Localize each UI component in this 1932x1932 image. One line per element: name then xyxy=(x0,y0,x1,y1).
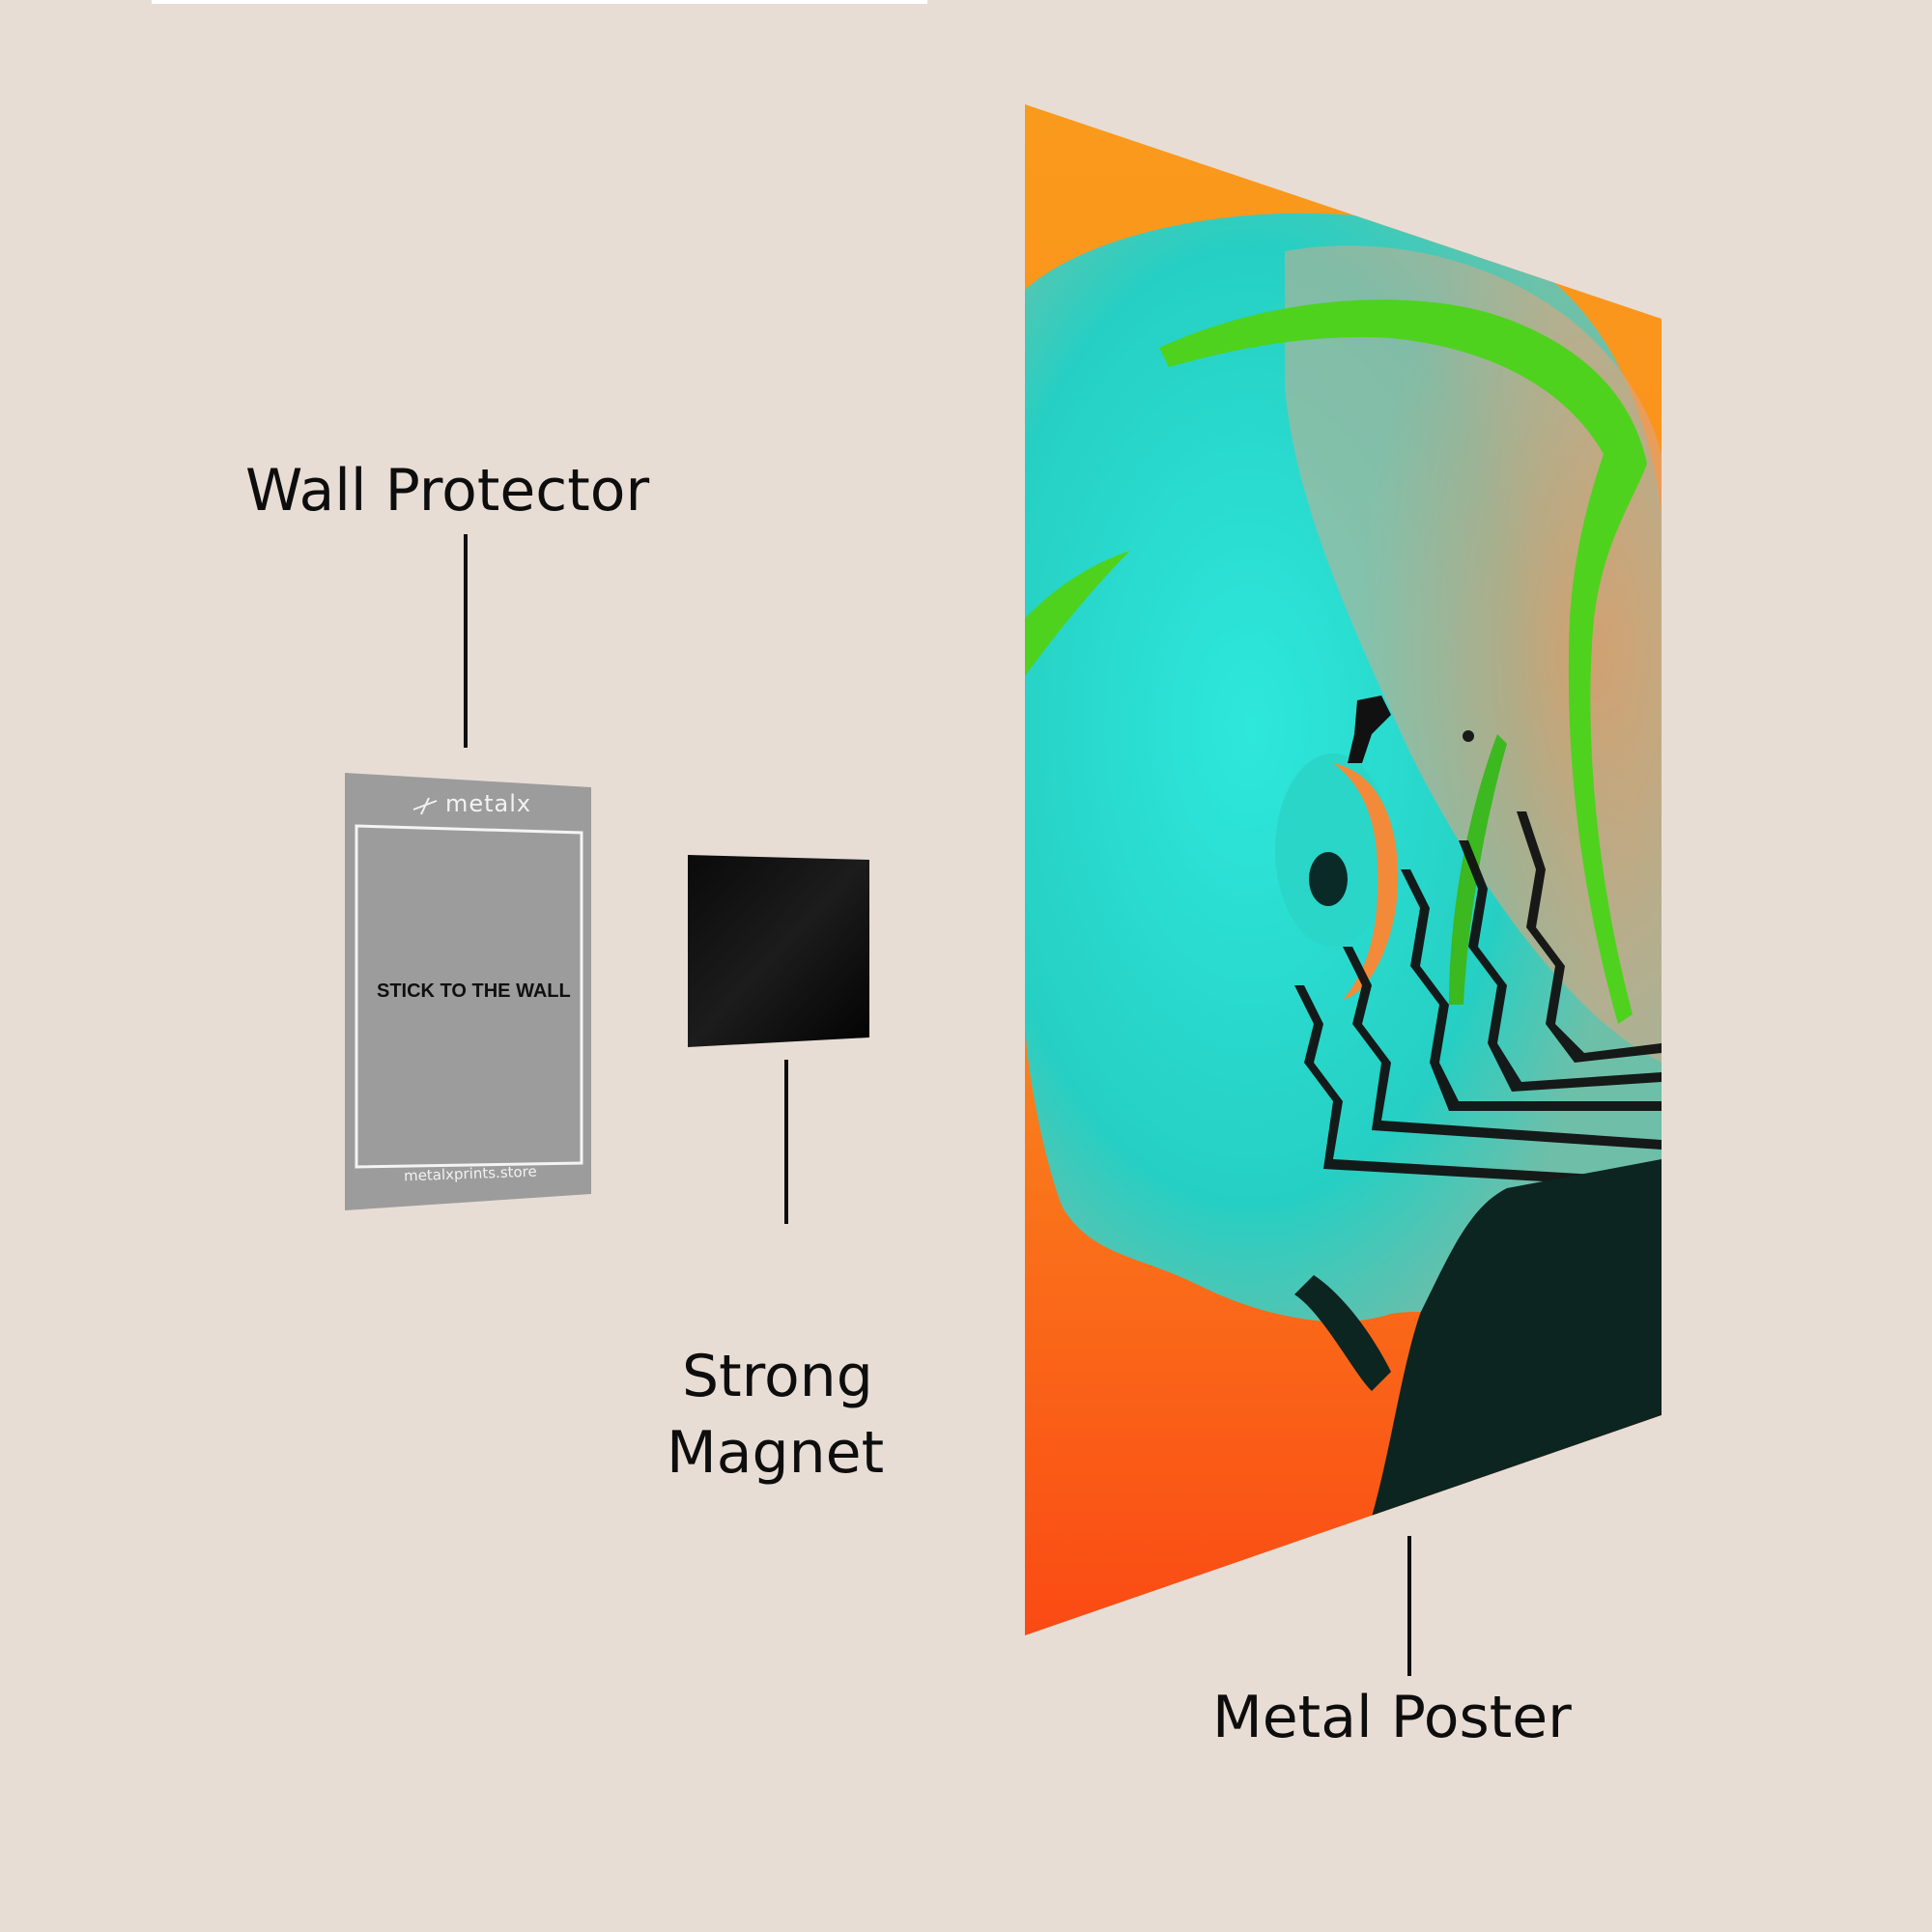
metalx-brand-logo: metalx xyxy=(445,790,532,817)
metal-poster-label: Metal Poster xyxy=(1212,1684,1572,1751)
strong-magnet-label-line2: Magnet xyxy=(667,1419,885,1487)
website-url-text: metalxprints.store xyxy=(403,1162,538,1185)
stick-to-wall-text: STICK TO THE WALL xyxy=(377,980,571,1002)
top-edge-strip xyxy=(152,0,927,4)
strong-magnet-label-line1: Strong xyxy=(682,1343,873,1410)
wall-protector-leader-line xyxy=(464,534,468,748)
metal-poster-leader-line xyxy=(1407,1536,1411,1676)
wall-protector-label: Wall Protector xyxy=(245,457,650,525)
strong-magnet-leader-line xyxy=(784,1060,788,1224)
